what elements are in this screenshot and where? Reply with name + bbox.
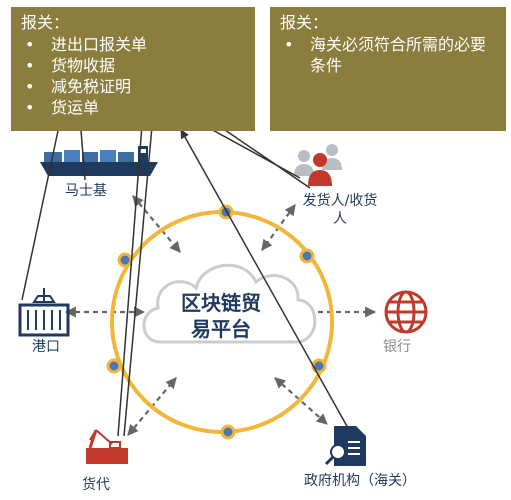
government-label: 政府机构（海关） (304, 473, 416, 489)
requirements-list: 海关必须符合所需的必要条件 (280, 34, 496, 76)
port-label: 港口 (32, 339, 60, 355)
globe-icon (384, 290, 428, 334)
requirements-box-title: 报关： (280, 13, 329, 32)
list-item: 货运单 (21, 97, 245, 118)
list-item: 海关必须符合所需的必要条件 (280, 34, 496, 76)
forwarder-label: 货代 (82, 477, 110, 493)
list-item: 货物收据 (21, 55, 245, 76)
shipper-consignee-label: 发货人/收货人 (302, 193, 378, 227)
bank-label: 银行 (383, 339, 411, 355)
customs-box-title: 报关： (21, 13, 70, 32)
platform-title: 区块链贸 易平台 (160, 290, 282, 342)
document-search-icon (324, 426, 366, 466)
list-item: 减免税证明 (21, 76, 245, 97)
people-icon (294, 144, 342, 186)
platform-title-line-2: 易平台 (191, 317, 251, 341)
customs-requirements-box: 报关： 海关必须符合所需的必要条件 (270, 7, 506, 131)
platform-title-line-1: 区块链贸 (181, 291, 261, 315)
maersk-label: 马士基 (65, 183, 107, 199)
cloud-icon (142, 263, 317, 344)
list-item: 进出口报关单 (21, 34, 245, 55)
port-container-icon (18, 288, 70, 337)
freight-forwarder-icon (86, 429, 128, 464)
customs-document-list: 进出口报关单 货物收据 减免税证明 货运单 (21, 34, 245, 118)
customs-documents-box: 报关： 进出口报关单 货物收据 减免税证明 货运单 (11, 7, 255, 131)
